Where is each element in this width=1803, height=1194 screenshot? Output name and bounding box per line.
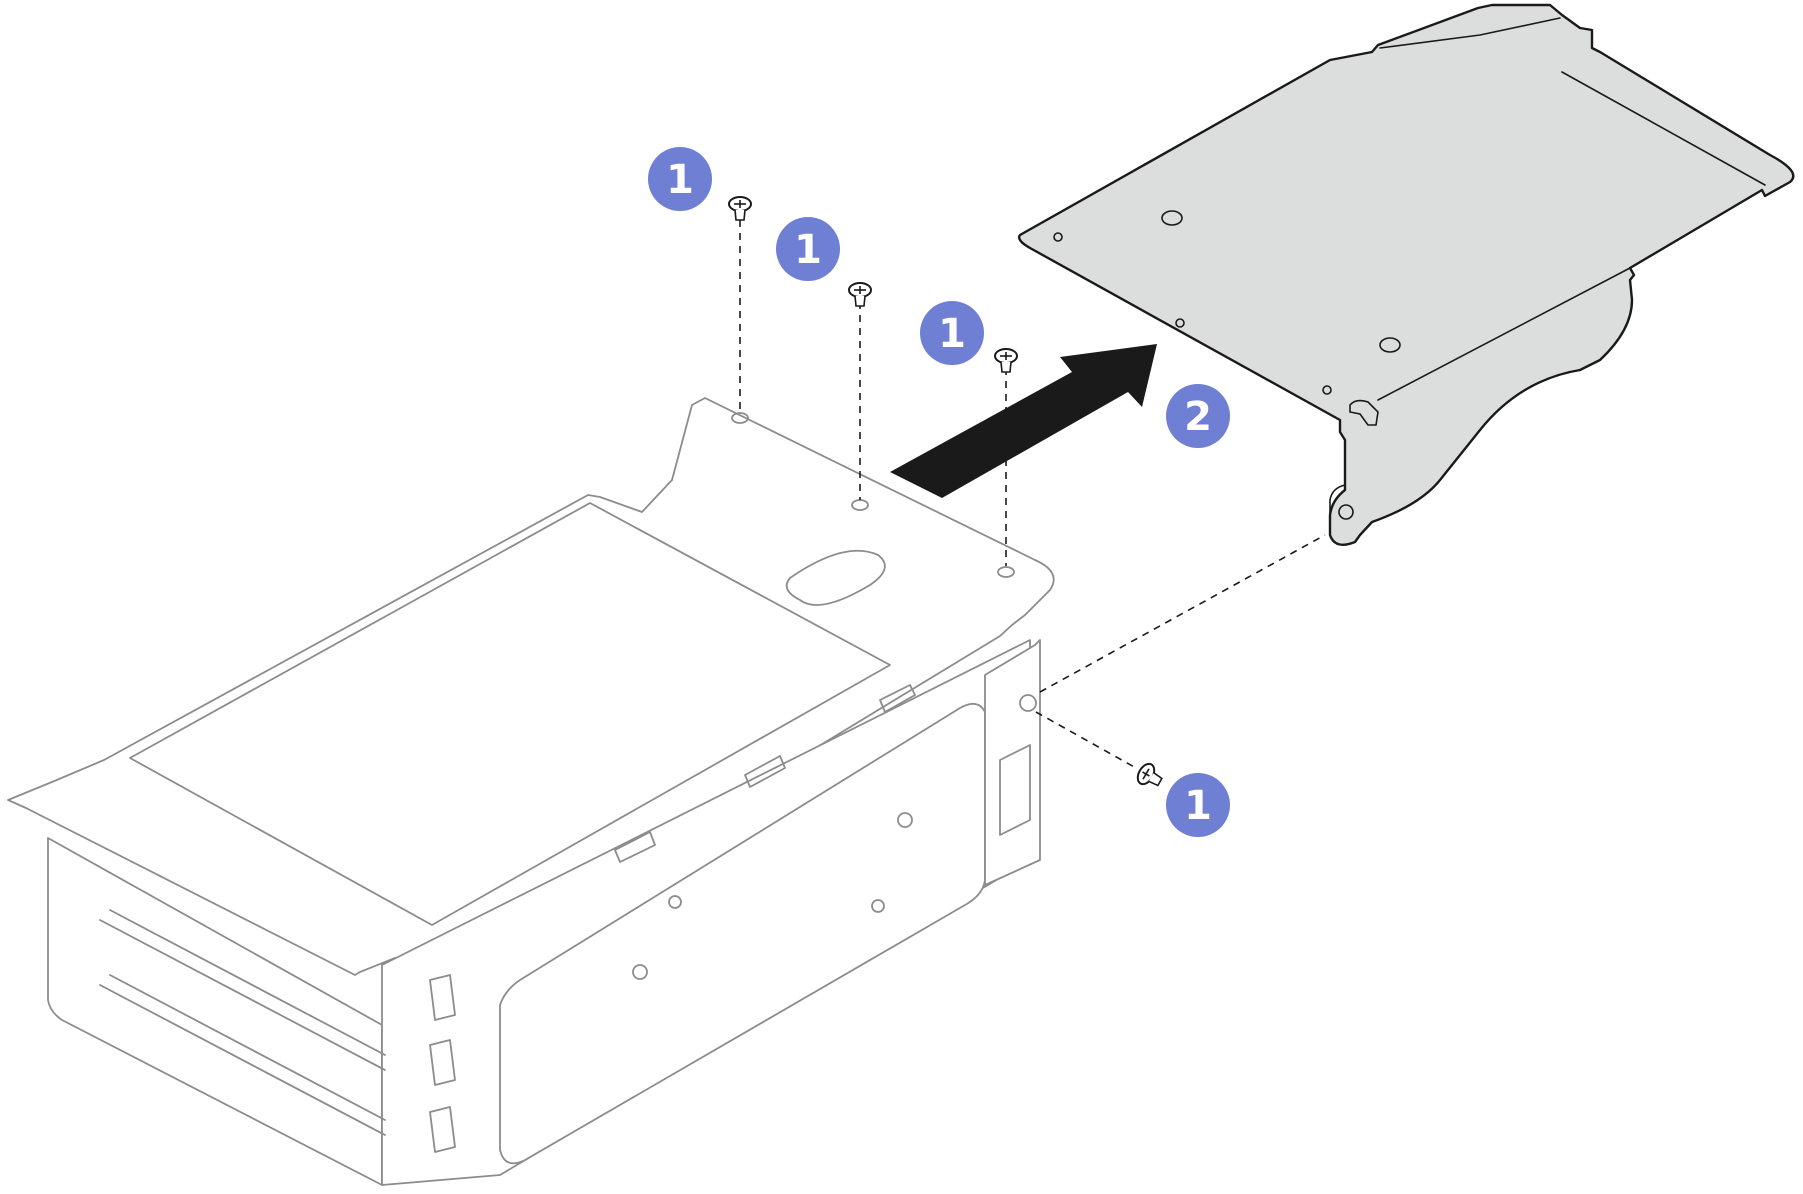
cage-hole-b [871, 899, 885, 913]
screw-icon [848, 282, 872, 307]
cage-pci-slot-bar-upper [99, 919, 386, 1071]
callout-screw-left: 1 [648, 147, 712, 211]
cage-slot-bracket-1 [429, 974, 456, 1021]
callout-label: 1 [794, 227, 822, 273]
cage-pci-slot-bar-lower [99, 984, 386, 1136]
cage-pci-slot-bar-lower-b [109, 974, 386, 1121]
callout-slide-plate: 2 [1166, 384, 1230, 448]
plate-top-lip [1379, 17, 1561, 49]
alignment-guides [739, 220, 1326, 769]
arrow-icon [890, 344, 1157, 498]
air-baffle-plate [1017, 3, 1795, 546]
callout-badge [776, 217, 840, 281]
screw-icon [728, 196, 752, 221]
cage-latch-2 [744, 755, 786, 788]
callout-screw-side: 1 [1166, 773, 1230, 837]
callout-screw-right: 1 [920, 301, 984, 365]
cage-latch-3 [614, 831, 656, 863]
callout-badge [1166, 773, 1230, 837]
plate-fold-line-bottom [1377, 267, 1631, 401]
cage-slot-bracket-3 [429, 1106, 456, 1153]
callout-screw-middle: 1 [776, 217, 840, 281]
cage-connector-block [984, 639, 1041, 886]
plate-tab-hole [1338, 504, 1354, 520]
cage-slot-bracket-2 [429, 1039, 456, 1086]
cage-latch-1 [879, 684, 916, 713]
guide-screw-side [1035, 711, 1137, 769]
screws [728, 196, 1163, 787]
screw-icon [1136, 762, 1163, 787]
callout-badge [1166, 384, 1230, 448]
cage-screw-hole-right [997, 566, 1015, 578]
callout-label: 1 [666, 157, 694, 203]
plate-tab-edge [1329, 484, 1346, 536]
plate-hole-small-a [1053, 232, 1063, 242]
plate-fold-line-top [1561, 71, 1766, 186]
callout-badge [920, 301, 984, 365]
cage-screw-hole-side [1019, 694, 1037, 712]
guide-plate-tab [1039, 534, 1326, 693]
plate-hole-large-a [1161, 210, 1183, 226]
riser-cage [7, 397, 1055, 1186]
plate-slot [1349, 399, 1379, 426]
cage-pci-slot-bar-upper-b [109, 909, 386, 1056]
cage-connector-detail [999, 744, 1031, 836]
screw-icon [994, 348, 1018, 373]
plate-hole-small-c [1322, 385, 1332, 395]
callout-label: 2 [1184, 394, 1212, 440]
cage-back-wall [47, 837, 383, 1186]
plate-hole-large-b [1379, 337, 1401, 353]
callout-label: 1 [1184, 783, 1212, 829]
cage-inner-recess [129, 502, 891, 926]
cage-screw-hole-left [731, 412, 749, 424]
cage-hole-d [632, 964, 648, 980]
callout-label: 1 [938, 311, 966, 357]
cage-hole-c [897, 812, 913, 828]
plate-hole-small-b [1175, 318, 1185, 328]
callout-badge [648, 147, 712, 211]
cage-hole-a [668, 895, 682, 909]
cage-oval-slot [785, 549, 886, 606]
plate-body [1017, 3, 1795, 546]
